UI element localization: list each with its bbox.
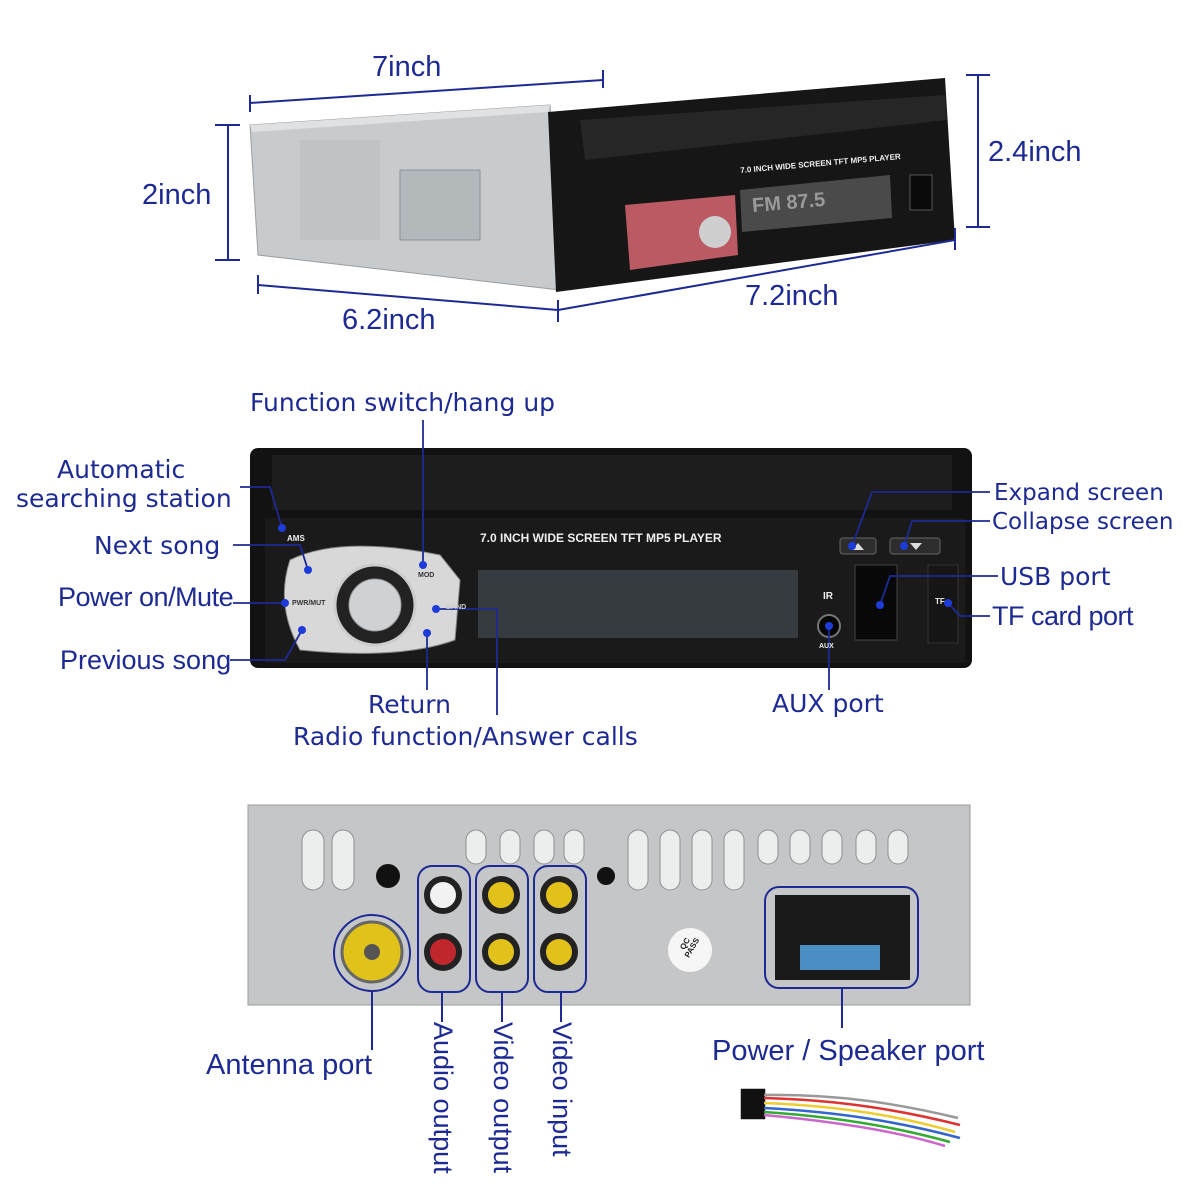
label-tf-card-port: TF card port: [992, 601, 1134, 631]
front-flap: [580, 95, 947, 160]
unit-3d-view: [249, 78, 955, 292]
display-screen: [478, 570, 798, 638]
chassis-top-face: [250, 105, 550, 132]
label-video-input: Video input: [547, 1022, 577, 1157]
label-power-speaker-port: Power / Speaker port: [712, 1035, 985, 1067]
label-collapse-screen: Collapse screen: [992, 509, 1174, 535]
aux-print-label: AUX: [819, 643, 834, 650]
label-previous-song: Previous song: [60, 645, 232, 675]
label-expand-screen: Expand screen: [994, 480, 1164, 506]
label-auto-search-line2: searching station: [16, 484, 232, 513]
volume-knob: [348, 578, 402, 632]
label-aux-port: AUX port: [772, 689, 884, 718]
dim-6-2inch-line: [257, 284, 559, 311]
label-antenna-port: Antenna port: [206, 1049, 373, 1081]
display-window: [740, 175, 892, 232]
usb-slot: [909, 174, 933, 211]
label-return: Return: [368, 690, 451, 719]
front-panel: [250, 448, 972, 668]
label-video-output: Video output: [488, 1022, 518, 1174]
front-leader-lines: [230, 420, 998, 715]
dim-7-2inch-line: [557, 239, 956, 311]
label-next-song: Next song: [94, 531, 221, 560]
dim-7-2inch-label: 7.2inch: [745, 280, 839, 312]
dim-7inch-label: 7inch: [372, 51, 442, 83]
label-usb-port: USB port: [1000, 562, 1111, 591]
tf-card-slot[interactable]: [927, 564, 959, 644]
knob-cluster: [625, 195, 738, 270]
dim-2inch-label: 2inch: [142, 179, 212, 211]
tf-print-label: TF: [935, 597, 945, 606]
rca-jacks: [424, 876, 578, 971]
band-button-label[interactable]: BAND: [446, 604, 467, 611]
chassis-bracket: [399, 169, 481, 241]
rear-panel: [247, 804, 971, 1006]
label-power-mute: Power on/Mute: [58, 582, 234, 612]
dimension-lines: [215, 70, 990, 322]
pwr-mut-button-label[interactable]: PWR/MUT: [292, 600, 326, 607]
dim-6-2inch-label: 6.2inch: [342, 304, 436, 336]
label-function-switch: Function switch/hang up: [250, 388, 556, 417]
label-auto-search-line1: Automatic: [57, 455, 186, 484]
dim-2-4inch-label: 2.4inch: [988, 136, 1082, 168]
label-radio-answer: Radio function/Answer calls: [293, 722, 638, 751]
leader-dots: [278, 524, 952, 637]
label-audio-output: Audio output: [428, 1022, 458, 1174]
ir-label: IR: [823, 591, 833, 602]
volume-knob: [699, 216, 731, 248]
chassis-panel: [300, 140, 380, 240]
wiring-harness: [740, 1088, 961, 1148]
front-model-text: 7.0 INCH WIDE SCREEN TFT MP5 PLAYER: [480, 531, 722, 545]
rear-callouts: [333, 865, 919, 1050]
qc-sticker: [668, 928, 712, 972]
mod-button-label[interactable]: MOD: [418, 572, 435, 579]
ams-button-label[interactable]: AMS: [287, 534, 305, 543]
dim-7inch-line: [249, 79, 604, 104]
